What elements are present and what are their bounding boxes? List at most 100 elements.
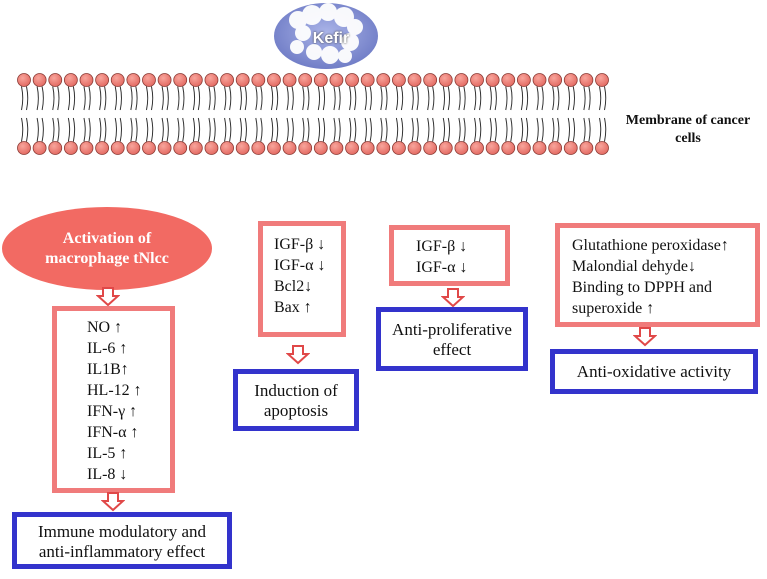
lipid-head xyxy=(329,141,344,155)
lipid-tail xyxy=(239,86,242,111)
lipid-tail xyxy=(395,86,399,111)
proliferative-marker-box: IGF-β ↓ IGF-α ↓ xyxy=(389,225,510,286)
lipid-head xyxy=(548,73,563,87)
cytokine-item: IFN-γ ↑ xyxy=(87,403,138,420)
lipid-tail xyxy=(166,117,169,142)
macrophage-line1: Activation of xyxy=(62,229,152,247)
lipid-tail xyxy=(104,86,107,111)
lipid-head xyxy=(126,73,141,87)
lipid-head xyxy=(595,73,609,87)
lipid-tail xyxy=(536,86,539,111)
lipid-tail xyxy=(224,86,227,111)
lipid-tail xyxy=(67,117,71,142)
lipid-tail xyxy=(338,86,341,111)
lipid-tail xyxy=(604,117,607,142)
lipid-tail xyxy=(583,117,586,142)
lipid-tail xyxy=(369,86,372,111)
down-arrow-icon xyxy=(441,288,465,308)
lipid-tail xyxy=(572,86,576,111)
lipid-tail xyxy=(255,86,258,111)
lipid-head xyxy=(173,73,188,87)
lipid-tail xyxy=(333,117,336,142)
lipid-head xyxy=(204,73,219,87)
lipid-tail xyxy=(474,86,477,111)
lipid-tail xyxy=(213,86,216,111)
lipid-tail xyxy=(88,117,91,142)
lipid-tail xyxy=(197,117,201,142)
lipid-tail xyxy=(177,86,180,111)
lipid-tail xyxy=(275,86,279,111)
lipid-tail xyxy=(161,117,164,142)
lipid-tail xyxy=(135,117,138,142)
immune-effect-box: Immune modulatory and anti-inflammatory … xyxy=(12,512,232,569)
lipid-tail xyxy=(458,86,461,111)
lipid-tail xyxy=(286,86,289,111)
lipid-tail xyxy=(135,86,138,111)
lipid-tail xyxy=(291,117,294,142)
macrophage-activation-ellipse: Activation of macrophage tNlcc xyxy=(2,207,212,290)
lipid-head xyxy=(142,141,156,155)
lipid-tail xyxy=(224,117,227,142)
lipid-tail xyxy=(599,117,602,142)
lipid-head xyxy=(17,73,31,87)
lipid-tail xyxy=(192,117,196,142)
lipid-head xyxy=(345,73,359,87)
lipid-tail xyxy=(447,117,451,142)
lipid-head xyxy=(95,73,110,87)
apoptosis-marker: IGF-β ↓ xyxy=(274,236,326,253)
lipid-head xyxy=(438,141,453,155)
lipid-tail xyxy=(479,86,482,111)
lipid-tail xyxy=(349,117,352,142)
lipid-head xyxy=(563,73,578,87)
lipid-head xyxy=(95,141,110,155)
lipid-head xyxy=(267,141,281,155)
lipid-head xyxy=(423,73,438,87)
oxidative-marker: superoxide ↑ xyxy=(572,300,655,317)
lipid-tail xyxy=(494,117,497,142)
lipid-head xyxy=(532,73,547,87)
lipid-tail xyxy=(150,117,154,142)
lipid-tail xyxy=(494,86,497,111)
lipid-head xyxy=(360,141,375,155)
macrophage-line2: macrophage tNlcc xyxy=(45,249,169,267)
lipid-tail xyxy=(114,86,117,111)
lipid-tail xyxy=(270,117,274,142)
lipid-head xyxy=(32,73,47,87)
proliferative-marker: IGF-β ↓ xyxy=(416,238,468,255)
lipid-tail xyxy=(552,117,555,142)
lipid-tail xyxy=(213,117,216,142)
lipid-tail xyxy=(307,117,310,142)
lipid-tail xyxy=(400,86,404,111)
lipid-tail xyxy=(364,117,367,142)
lipid-tail xyxy=(21,86,24,111)
lipid-head xyxy=(79,141,94,155)
lipid-head xyxy=(392,73,406,87)
lipid-tail xyxy=(161,86,164,111)
lipid-head xyxy=(392,141,406,155)
lipid-tail xyxy=(479,117,482,142)
lipid-head xyxy=(79,73,94,87)
lipid-head xyxy=(251,73,266,87)
lipid-tail xyxy=(489,117,492,142)
down-arrow-icon xyxy=(101,492,125,512)
cytokine-item: IL-6 ↑ xyxy=(87,340,128,357)
apoptosis-effect-line2: apoptosis xyxy=(263,401,329,420)
down-arrow-icon xyxy=(286,345,310,365)
lipid-tail xyxy=(99,117,102,142)
proliferative-effect-box: Anti-proliferative effect xyxy=(376,307,528,371)
lipid-tail xyxy=(130,86,133,111)
lipid-tail xyxy=(286,117,289,142)
lipid-tail xyxy=(57,117,60,142)
oxidative-marker: Malondial dehyde↓ xyxy=(572,258,696,275)
lipid-tail xyxy=(333,86,336,111)
lipid-head xyxy=(438,73,453,87)
lipid-tail xyxy=(244,86,247,111)
lipid-tail xyxy=(114,117,117,142)
lipid-tail xyxy=(354,86,357,111)
lipid-head xyxy=(501,73,516,87)
lipid-head xyxy=(376,141,391,155)
lipid-bilayer xyxy=(17,73,609,155)
lipid-head xyxy=(282,141,297,155)
oxidative-effect-label: Anti-oxidative activity xyxy=(576,362,732,381)
lipid-head xyxy=(516,73,531,87)
